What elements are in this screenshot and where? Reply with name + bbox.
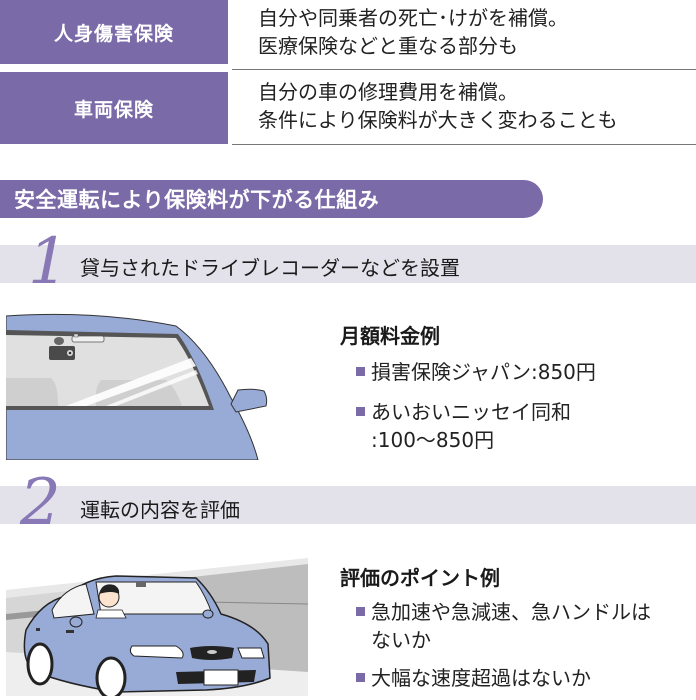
step-number: 2 — [20, 466, 61, 540]
info-item-text: 大幅な速度超過はないか — [371, 666, 591, 690]
row-divider — [232, 69, 696, 70]
coverage-desc-personal-injury: 自分や同乗者の死亡･けがを補償。 医療保険などと重なる部分も — [258, 4, 696, 60]
info-item-text-cont: ないか — [371, 628, 431, 652]
bullet-square-icon — [356, 673, 365, 682]
step-title: 運転の内容を評価 — [80, 498, 240, 522]
desc-line: 自分や同乗者の死亡･けがを補償。 — [258, 6, 568, 30]
step-bar — [0, 486, 696, 524]
bullet-square-icon — [356, 607, 365, 616]
info-item-text-cont: :100〜850円 — [371, 428, 495, 452]
info-item-text: 損害保険ジャパン:850円 — [371, 360, 596, 384]
coverage-label-vehicle: 車両保険 — [0, 72, 228, 144]
coverage-desc-vehicle: 自分の車の修理費用を補償。 条件により保険料が大きく変わることも — [258, 78, 696, 134]
coverage-label-text: 人身傷害保険 — [53, 22, 174, 45]
car-windshield-illustration — [5, 308, 276, 461]
coverage-label-personal-injury: 人身傷害保険 — [0, 0, 228, 64]
info-item-text: 急加速や急減速、急ハンドルは — [371, 600, 651, 624]
driver-car-illustration — [6, 552, 309, 700]
info-item: あいおいニッセイ同和 :100〜850円 — [356, 398, 571, 454]
desc-line: 自分の車の修理費用を補償。 — [258, 80, 518, 104]
info-title: 評価のポイント例 — [340, 566, 500, 590]
info-item: 大幅な速度超過はないか — [356, 664, 591, 692]
bullet-square-icon — [356, 367, 365, 376]
info-item: 急加速や急減速、急ハンドルは ないか — [356, 598, 651, 654]
bullet-square-icon — [356, 407, 365, 416]
section-title: 安全運転により保険料が下がる仕組み — [14, 188, 380, 212]
step-bar — [0, 245, 696, 283]
step-number: 1 — [28, 225, 69, 299]
desc-line: 条件により保険料が大きく変わることも — [258, 108, 618, 132]
info-item-text: あいおいニッセイ同和 — [371, 400, 571, 424]
desc-line: 医療保険などと重なる部分も — [258, 34, 518, 58]
section-header: 安全運転により保険料が下がる仕組み — [0, 180, 543, 218]
info-title: 月額料金例 — [340, 324, 440, 348]
coverage-label-text: 車両保険 — [73, 98, 154, 121]
step-title: 貸与されたドライブレコーダーなどを設置 — [80, 256, 460, 280]
row-divider — [232, 144, 696, 145]
info-item: 損害保険ジャパン:850円 — [356, 358, 596, 386]
